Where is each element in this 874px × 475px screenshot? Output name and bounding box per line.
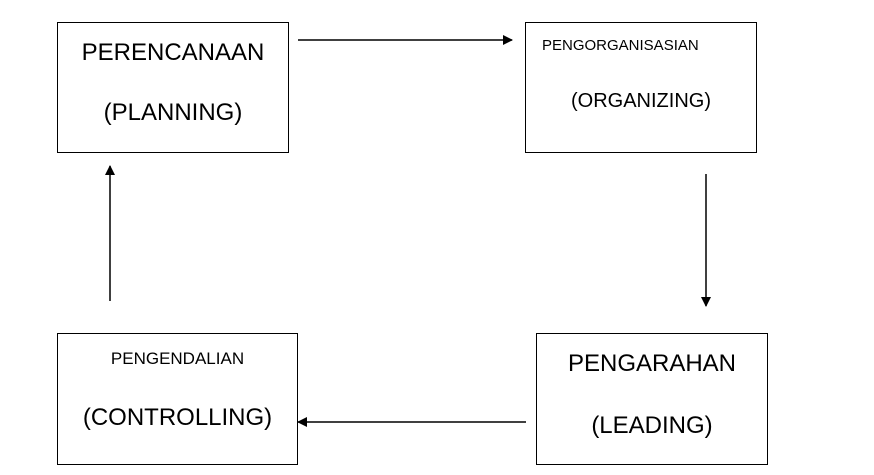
planning-title: PERENCANAAN (81, 39, 265, 66)
box-organizing: PENGORGANISASIAN (ORGANIZING) (525, 22, 757, 153)
planning-subtitle: (PLANNING) (103, 99, 243, 126)
controlling-subtitle: (CONTROLLING) (82, 404, 273, 431)
organizing-title: PENGORGANISASIAN (542, 37, 699, 54)
organizing-subtitle: (ORGANIZING) (571, 90, 711, 112)
controlling-title: PENGENDALIAN (110, 349, 245, 368)
leading-subtitle: (LEADING) (591, 412, 713, 439)
box-controlling: PENGENDALIAN (CONTROLLING) (57, 333, 298, 465)
box-leading: PENGARAHAN (LEADING) (536, 333, 768, 465)
leading-title: PENGARAHAN (567, 350, 737, 377)
box-planning: PERENCANAAN (PLANNING) (57, 22, 289, 153)
